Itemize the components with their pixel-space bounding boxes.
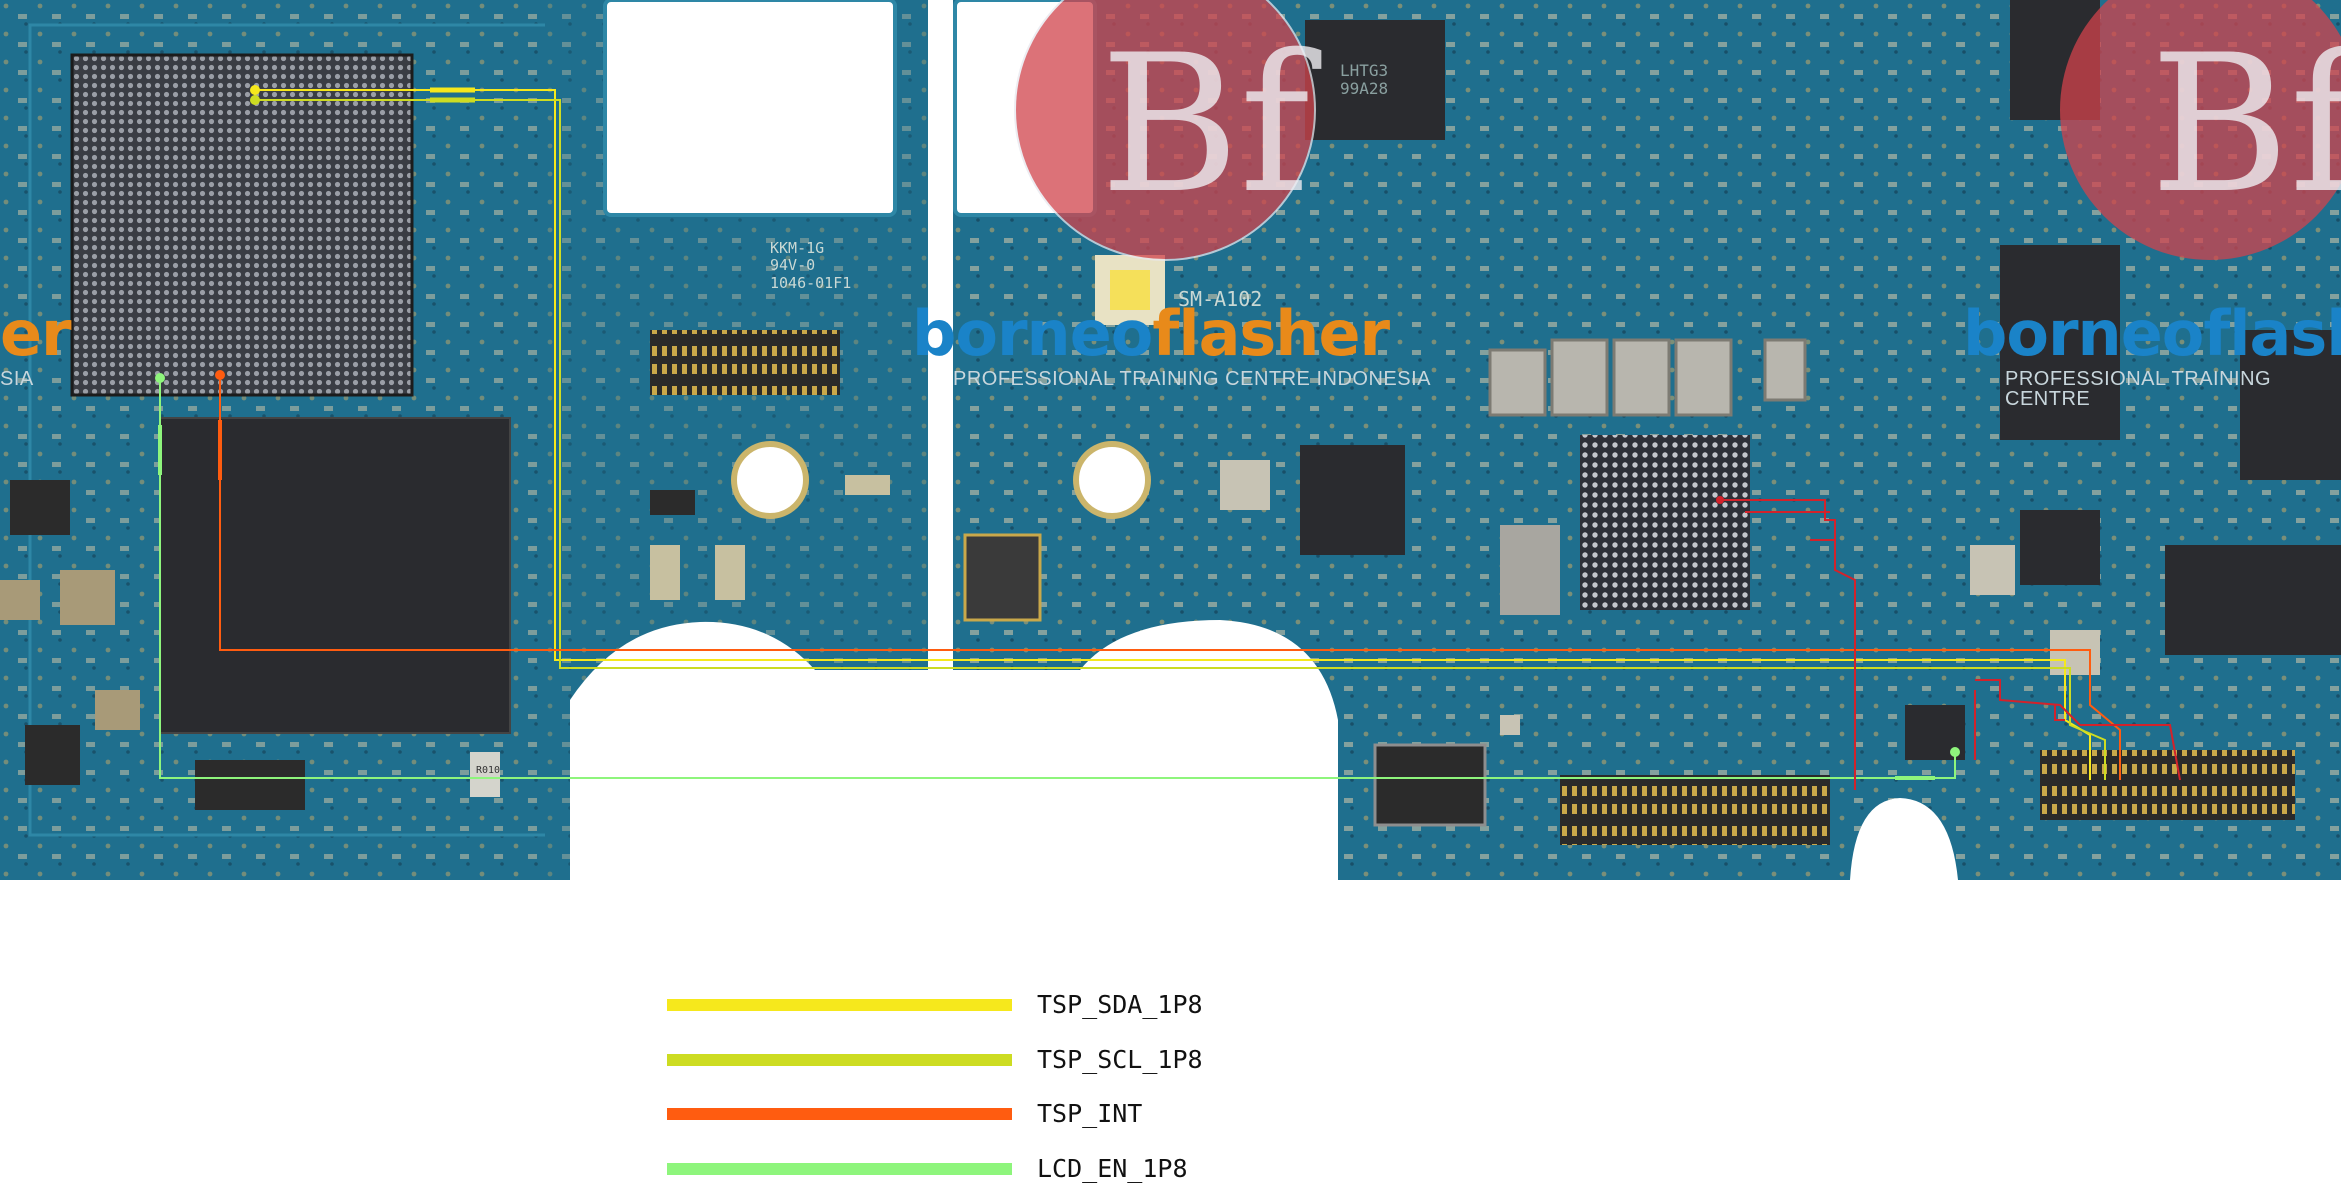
pcb-board-drawing: Bf Bf bbox=[0, 0, 2341, 880]
legend-swatch bbox=[667, 1108, 1012, 1120]
silkscreen-model: SM-A102 bbox=[1178, 287, 1263, 311]
legend-item-lcd-en: LCD_EN_1P8 bbox=[667, 1149, 1267, 1189]
legend-item-tsp-int: TSP_INT bbox=[667, 1094, 1267, 1134]
net-legend: TSP_SDA_1P8 TSP_SCL_1P8 TSP_INT LCD_EN_1… bbox=[667, 985, 1267, 1195]
watermark-logo-letters-right: Bf bbox=[2150, 14, 2341, 235]
legend-swatch bbox=[667, 1054, 1012, 1066]
legend-label: TSP_INT bbox=[1037, 1099, 1143, 1128]
red-reference-traces bbox=[1716, 496, 2181, 790]
board-left-section bbox=[0, 0, 600, 880]
legend-label: LCD_EN_1P8 bbox=[1037, 1154, 1188, 1183]
watermark-logo-left bbox=[1014, 0, 1316, 261]
net-lcd-en bbox=[155, 373, 1960, 780]
legend-item-tsp-scl: TSP_SCL_1P8 bbox=[667, 1040, 1267, 1080]
legend-item-tsp-sda: TSP_SDA_1P8 bbox=[667, 985, 1267, 1025]
legend-label: TSP_SDA_1P8 bbox=[1037, 990, 1203, 1019]
watermark-logo-right bbox=[2060, 0, 2341, 260]
pcb-board-image: Bf Bf bbox=[0, 0, 2341, 880]
net-tsp-sda bbox=[250, 85, 2091, 780]
watermark-brand: borneoflasher bbox=[912, 297, 1390, 370]
watermark-brand-fragment: er bbox=[0, 297, 72, 370]
watermark-brand-right: borneoflash bbox=[1963, 297, 2341, 370]
legend-swatch bbox=[667, 1163, 1012, 1175]
watermark-tagline-right: PROFESSIONAL TRAINING CENTRE bbox=[2005, 368, 2272, 410]
watermark-tagline-fragment: SIA bbox=[0, 368, 34, 390]
watermark-tagline: PROFESSIONAL TRAINING CENTRE INDONESIA bbox=[953, 368, 1431, 390]
net-tsp-scl bbox=[250, 95, 2106, 780]
watermark-logo-letters: Bf bbox=[1100, 14, 1322, 235]
silkscreen-ul-mark: KKM-1G 94V-0 1046-01F1 bbox=[770, 239, 852, 292]
legend-label: TSP_SCL_1P8 bbox=[1037, 1045, 1203, 1074]
legend-swatch bbox=[667, 999, 1012, 1011]
silkscreen-chip-code: LHTG3 99A28 bbox=[1340, 61, 1389, 99]
silkscreen-small-code: R010 bbox=[476, 765, 501, 776]
net-tsp-int bbox=[215, 370, 2121, 780]
